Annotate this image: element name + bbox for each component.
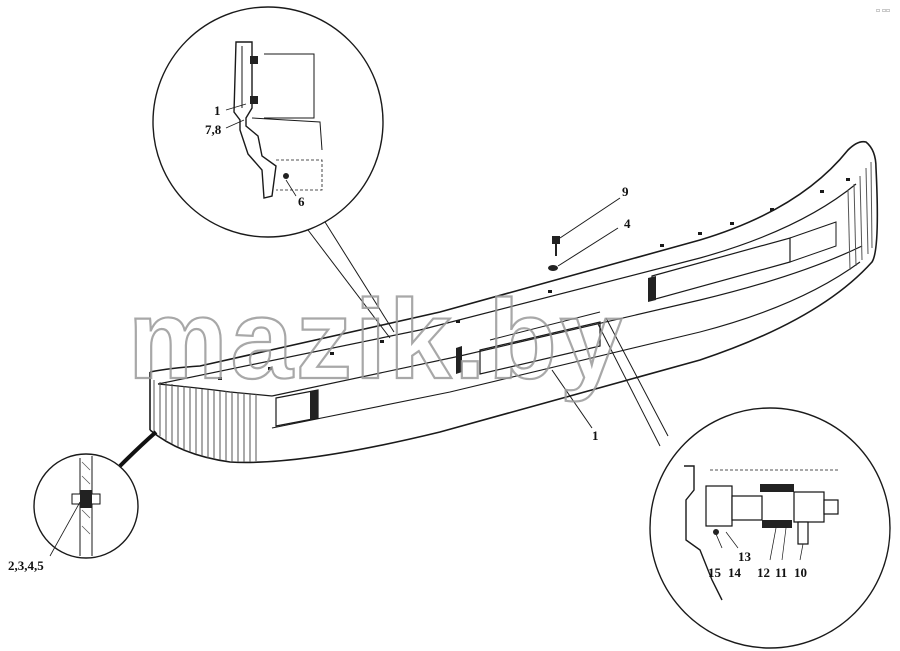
callout-4: 4 bbox=[624, 216, 631, 231]
mounting-holes bbox=[218, 178, 850, 380]
callout-14: 14 bbox=[728, 565, 742, 580]
corner-mark: ▫ ▫▫ bbox=[876, 7, 890, 14]
leader-4 bbox=[557, 227, 619, 267]
callout-12: 12 bbox=[757, 565, 770, 580]
bolt-and-washer bbox=[548, 236, 560, 271]
leader-9 bbox=[559, 197, 621, 239]
center-opening bbox=[479, 321, 601, 375]
callout-11: 11 bbox=[775, 565, 787, 580]
callout-13: 13 bbox=[738, 549, 752, 564]
right-end-hatching bbox=[847, 161, 873, 271]
callout-6: 6 bbox=[298, 194, 305, 209]
left-opening-shadow bbox=[310, 390, 318, 420]
right-detail-view bbox=[597, 317, 891, 649]
callout-10: 10 bbox=[794, 565, 807, 580]
watermark: mazik.by bbox=[128, 277, 625, 402]
left-detail-view bbox=[33, 430, 158, 559]
callout-1-top: 1 bbox=[214, 103, 221, 118]
callout-9: 9 bbox=[622, 184, 629, 199]
left-end-hatching bbox=[153, 380, 257, 462]
top-detail-view bbox=[152, 6, 395, 339]
callout-2-3-4-5: 2,3,4,5 bbox=[8, 558, 44, 573]
bumper-body bbox=[149, 140, 879, 464]
callout-7-8: 7,8 bbox=[205, 122, 222, 137]
leader-1-main bbox=[551, 369, 593, 429]
callout-15: 15 bbox=[708, 565, 722, 580]
callout-1-main: 1 bbox=[592, 428, 599, 443]
